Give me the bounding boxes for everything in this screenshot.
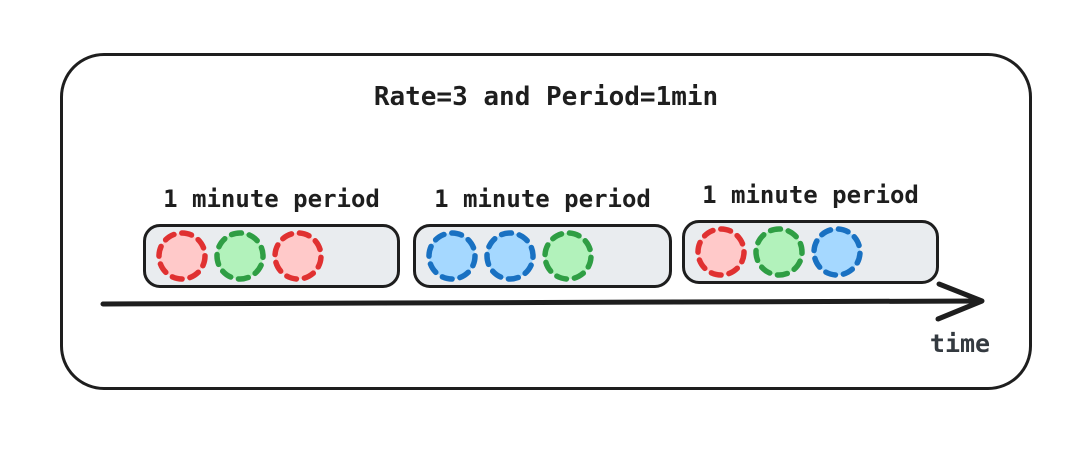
- request-token: [156, 230, 208, 282]
- period-box: [413, 224, 672, 288]
- period-label: 1 minute period: [163, 185, 380, 213]
- period-group-2: 1 minute period: [413, 183, 672, 288]
- period-box: [143, 224, 400, 288]
- period-label: 1 minute period: [702, 181, 919, 209]
- request-token: [272, 230, 324, 282]
- period-group-1: 1 minute period: [143, 183, 400, 288]
- arrowhead-icon: [935, 281, 985, 322]
- period-label: 1 minute period: [434, 185, 651, 213]
- request-token: [484, 230, 536, 282]
- request-token: [753, 226, 805, 278]
- request-token: [426, 230, 478, 282]
- period-group-3: 1 minute period: [682, 179, 939, 284]
- time-axis-label: time: [929, 329, 991, 358]
- diagram-title: Rate=3 and Period=1min: [373, 82, 719, 112]
- request-token: [542, 230, 594, 282]
- period-box: [682, 220, 939, 284]
- time-axis-line: [100, 298, 984, 307]
- time-axis-arrow: [100, 281, 985, 322]
- request-token: [695, 226, 747, 278]
- request-token: [214, 230, 266, 282]
- request-token: [811, 226, 863, 278]
